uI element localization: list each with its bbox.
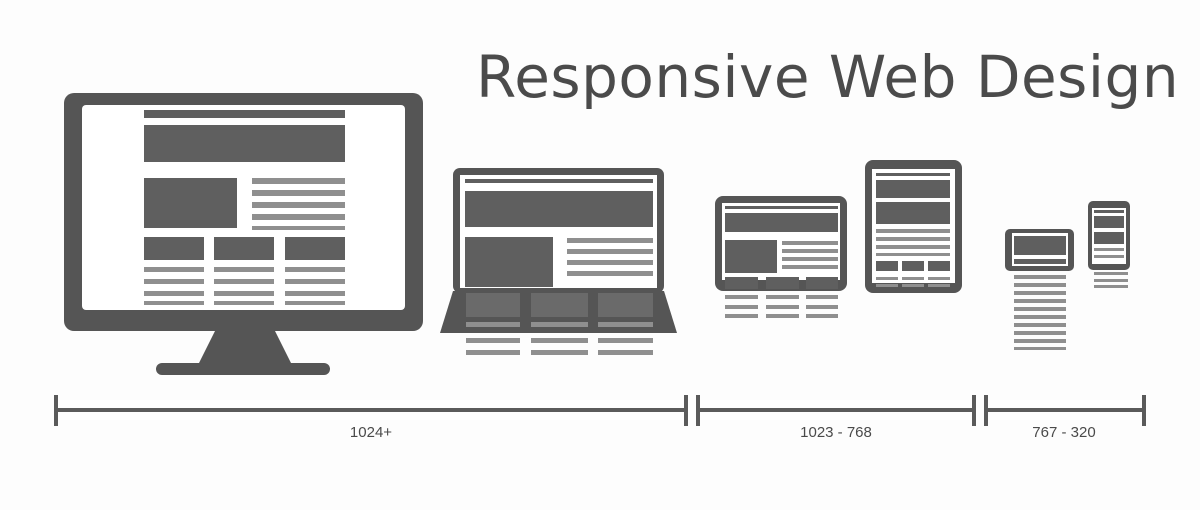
range-label-tablet: 1023 - 768 <box>800 424 872 441</box>
breakpoint-ruler <box>54 395 1146 426</box>
monitor-icon <box>64 93 423 375</box>
phone-landscape-icon <box>1005 229 1074 350</box>
ruler-segment-phone <box>984 408 1146 412</box>
page-title: Responsive Web Design <box>476 43 1180 111</box>
ruler-segment-desktop <box>54 408 688 412</box>
range-label-desktop: 1024+ <box>349 424 393 441</box>
laptop-icon <box>440 168 677 355</box>
phone-portrait-icon <box>1088 201 1130 288</box>
range-label-phone: 767 - 320 <box>1032 424 1096 441</box>
tablet-portrait-icon <box>865 160 962 293</box>
tablet-landscape-icon <box>715 196 847 318</box>
ruler-segment-tablet <box>696 408 976 412</box>
